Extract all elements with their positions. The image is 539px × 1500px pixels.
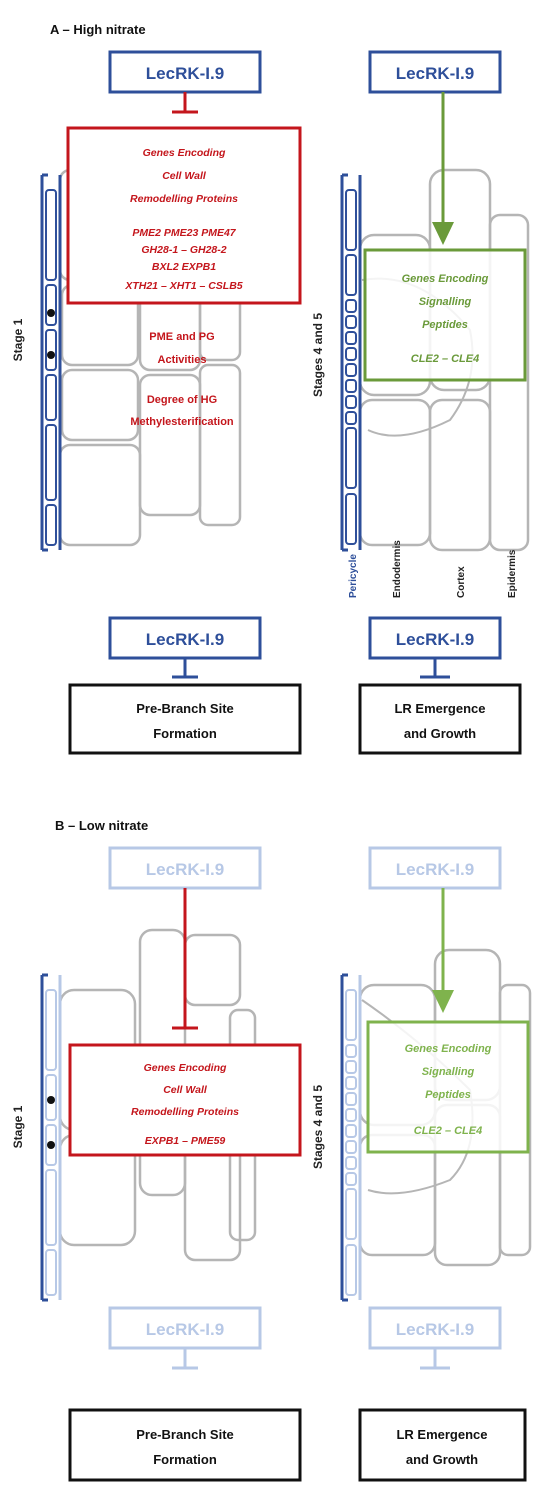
svg-text:and Growth: and Growth xyxy=(406,1452,478,1467)
pericycle-b-left xyxy=(40,973,62,1302)
svg-text:LR Emergence: LR Emergence xyxy=(394,701,485,716)
svg-text:Genes Encoding: Genes Encoding xyxy=(143,147,226,159)
activation-arrow-a-right xyxy=(432,92,454,245)
svg-text:Genes Encoding: Genes Encoding xyxy=(402,273,489,285)
svg-text:Cell Wall: Cell Wall xyxy=(162,170,207,182)
receptor-a-top-right: LecRK-I.9 xyxy=(368,50,502,94)
cwr-genes-box-a: Genes Encoding Cell Wall Remodelling Pro… xyxy=(66,126,302,305)
pericycle-b-right xyxy=(340,973,362,1302)
svg-text:Remodelling Proteins: Remodelling Proteins xyxy=(131,1106,239,1118)
svg-text:EXPB1 – PME59: EXPB1 – PME59 xyxy=(145,1135,226,1147)
receptor-b-top-left: LecRK-I.9 xyxy=(108,846,262,890)
activation-arrow-b-right xyxy=(432,888,454,1013)
pericycle-a-left xyxy=(40,173,62,552)
svg-text:Genes Encoding: Genes Encoding xyxy=(405,1043,492,1055)
svg-text:Signalling: Signalling xyxy=(419,296,472,308)
receptor-a-bottom-left: LecRK-I.9 xyxy=(108,616,262,679)
stage-label-a-left: Stage 1 xyxy=(11,318,25,361)
tissue-label-cortex: Cortex xyxy=(456,566,467,598)
svg-text:BXL2 EXPB1: BXL2 EXPB1 xyxy=(152,261,216,273)
svg-text:LecRK-I.9: LecRK-I.9 xyxy=(396,1320,474,1339)
svg-text:LecRK-I.9: LecRK-I.9 xyxy=(396,64,474,83)
svg-text:and Growth: and Growth xyxy=(404,726,476,741)
svg-text:Pre-Branch Site: Pre-Branch Site xyxy=(136,1427,234,1442)
panel-b-title: B – Low nitrate xyxy=(55,818,148,833)
receptor-b-top-right: LecRK-I.9 xyxy=(368,846,502,890)
sp-genes-box-b: Genes Encoding Signalling Peptides CLE2 … xyxy=(366,1020,530,1154)
receptor-b-bottom-right: LecRK-I.9 xyxy=(368,1306,502,1370)
stage-label-b-left: Stage 1 xyxy=(11,1105,25,1148)
cwr-genes-box-b: Genes Encoding Cell Wall Remodelling Pro… xyxy=(68,1043,302,1157)
receptor-a-top-left: LecRK-I.9 xyxy=(108,50,262,94)
svg-text:LecRK-I.9: LecRK-I.9 xyxy=(146,630,224,649)
svg-text:Genes Encoding: Genes Encoding xyxy=(144,1062,227,1074)
svg-text:LecRK-I.9: LecRK-I.9 xyxy=(396,860,474,879)
svg-text:Peptides: Peptides xyxy=(422,319,468,331)
sp-genes-box-a: Genes Encoding Signalling Peptides CLE2 … xyxy=(363,248,527,382)
svg-text:PME2 PME23 PME47: PME2 PME23 PME47 xyxy=(132,227,236,239)
svg-text:CLE2 – CLE4: CLE2 – CLE4 xyxy=(414,1125,482,1137)
stage-label-a-right: Stages 4 and 5 xyxy=(311,313,325,397)
svg-text:GH28-1 – GH28-2: GH28-1 – GH28-2 xyxy=(141,244,226,256)
inhibition-arrow-a-left xyxy=(172,92,198,114)
svg-text:Formation: Formation xyxy=(153,726,217,741)
svg-text:LecRK-I.9: LecRK-I.9 xyxy=(146,64,224,83)
svg-text:LR Emergence: LR Emergence xyxy=(396,1427,487,1442)
outcome-a-left: Pre-Branch Site Formation xyxy=(68,683,302,755)
receptor-b-bottom-left: LecRK-I.9 xyxy=(108,1306,262,1370)
outcome-b-right: LR Emergence and Growth xyxy=(358,1408,527,1482)
activities-line1-a: PME and PG xyxy=(149,331,214,343)
outcome-b-left: Pre-Branch Site Formation xyxy=(68,1408,302,1482)
pericycle-a-right xyxy=(340,173,362,552)
inhibition-arrow-b-left xyxy=(172,888,198,1030)
svg-text:CLE2 – CLE4: CLE2 – CLE4 xyxy=(411,353,479,365)
svg-text:LecRK-I.9: LecRK-I.9 xyxy=(146,1320,224,1339)
svg-text:XTH21 – XHT1 – CSLB5: XTH21 – XHT1 – CSLB5 xyxy=(124,280,242,292)
svg-text:Peptides: Peptides xyxy=(425,1089,471,1101)
svg-text:Pre-Branch Site: Pre-Branch Site xyxy=(136,701,234,716)
receptor-a-bottom-right: LecRK-I.9 xyxy=(368,616,502,679)
svg-text:LecRK-I.9: LecRK-I.9 xyxy=(146,860,224,879)
panel-a-title: A – High nitrate xyxy=(50,22,146,37)
outcome-a-right: LR Emergence and Growth xyxy=(358,683,522,755)
stage-label-b-right: Stages 4 and 5 xyxy=(311,1085,325,1169)
tissue-label-pericycle: Pericycle xyxy=(348,554,359,598)
tissue-label-endodermis: Endodermis xyxy=(392,540,403,598)
svg-text:Cell Wall: Cell Wall xyxy=(163,1084,208,1096)
svg-text:Signalling: Signalling xyxy=(422,1066,475,1078)
svg-text:Remodelling Proteins: Remodelling Proteins xyxy=(130,193,238,205)
degree-line1-a: Degree of HG xyxy=(147,394,217,406)
activities-line2-a: Activities xyxy=(158,354,207,366)
svg-text:Formation: Formation xyxy=(153,1452,217,1467)
svg-text:LecRK-I.9: LecRK-I.9 xyxy=(396,630,474,649)
tissue-label-epidermis: Epidermis xyxy=(507,549,518,598)
degree-line2-a: Methylesterification xyxy=(130,416,234,428)
